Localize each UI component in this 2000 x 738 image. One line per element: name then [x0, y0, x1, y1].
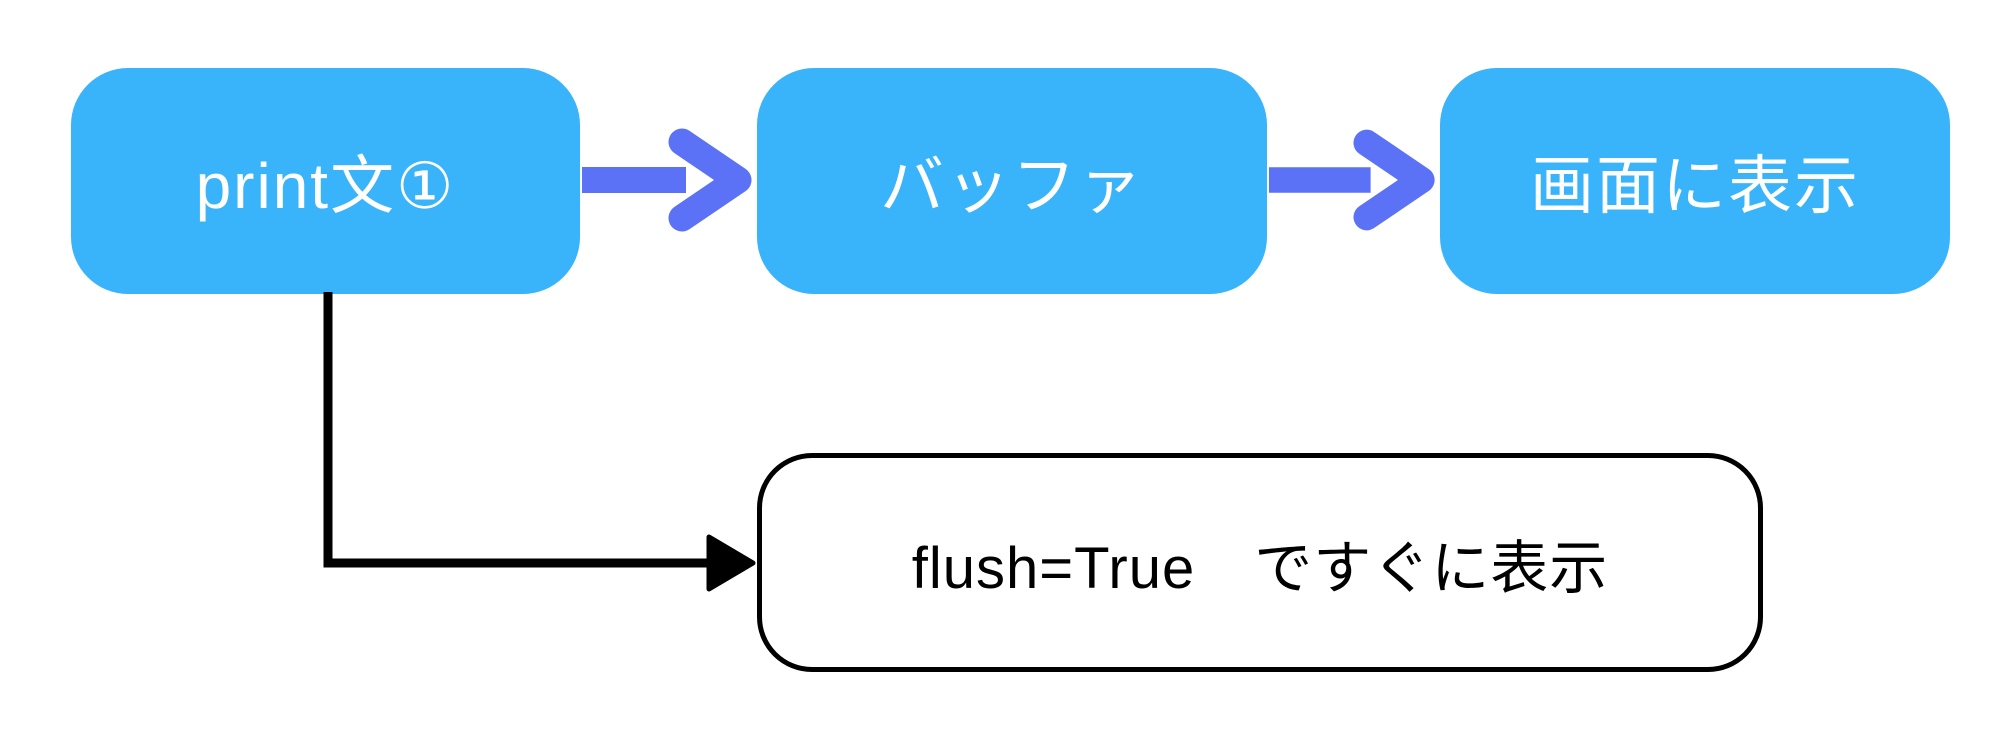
node-flush-true-label: flush=True ですぐに表示: [911, 535, 1609, 601]
node-screen-display: 画面に表示: [1440, 68, 1950, 294]
arrow-right-icon: [582, 128, 752, 232]
node-buffer-label: バッファ: [880, 150, 1144, 222]
node-screen-display-label: 画面に表示: [1530, 150, 1860, 222]
node-print-label: print文①: [195, 150, 456, 222]
node-print-statement: print文①: [71, 68, 580, 294]
elbow-arrow-icon: [323, 292, 756, 592]
node-buffer: バッファ: [757, 68, 1267, 294]
node-flush-true: flush=True ですぐに表示: [757, 453, 1763, 672]
arrow-right-icon: [1268, 129, 1435, 231]
